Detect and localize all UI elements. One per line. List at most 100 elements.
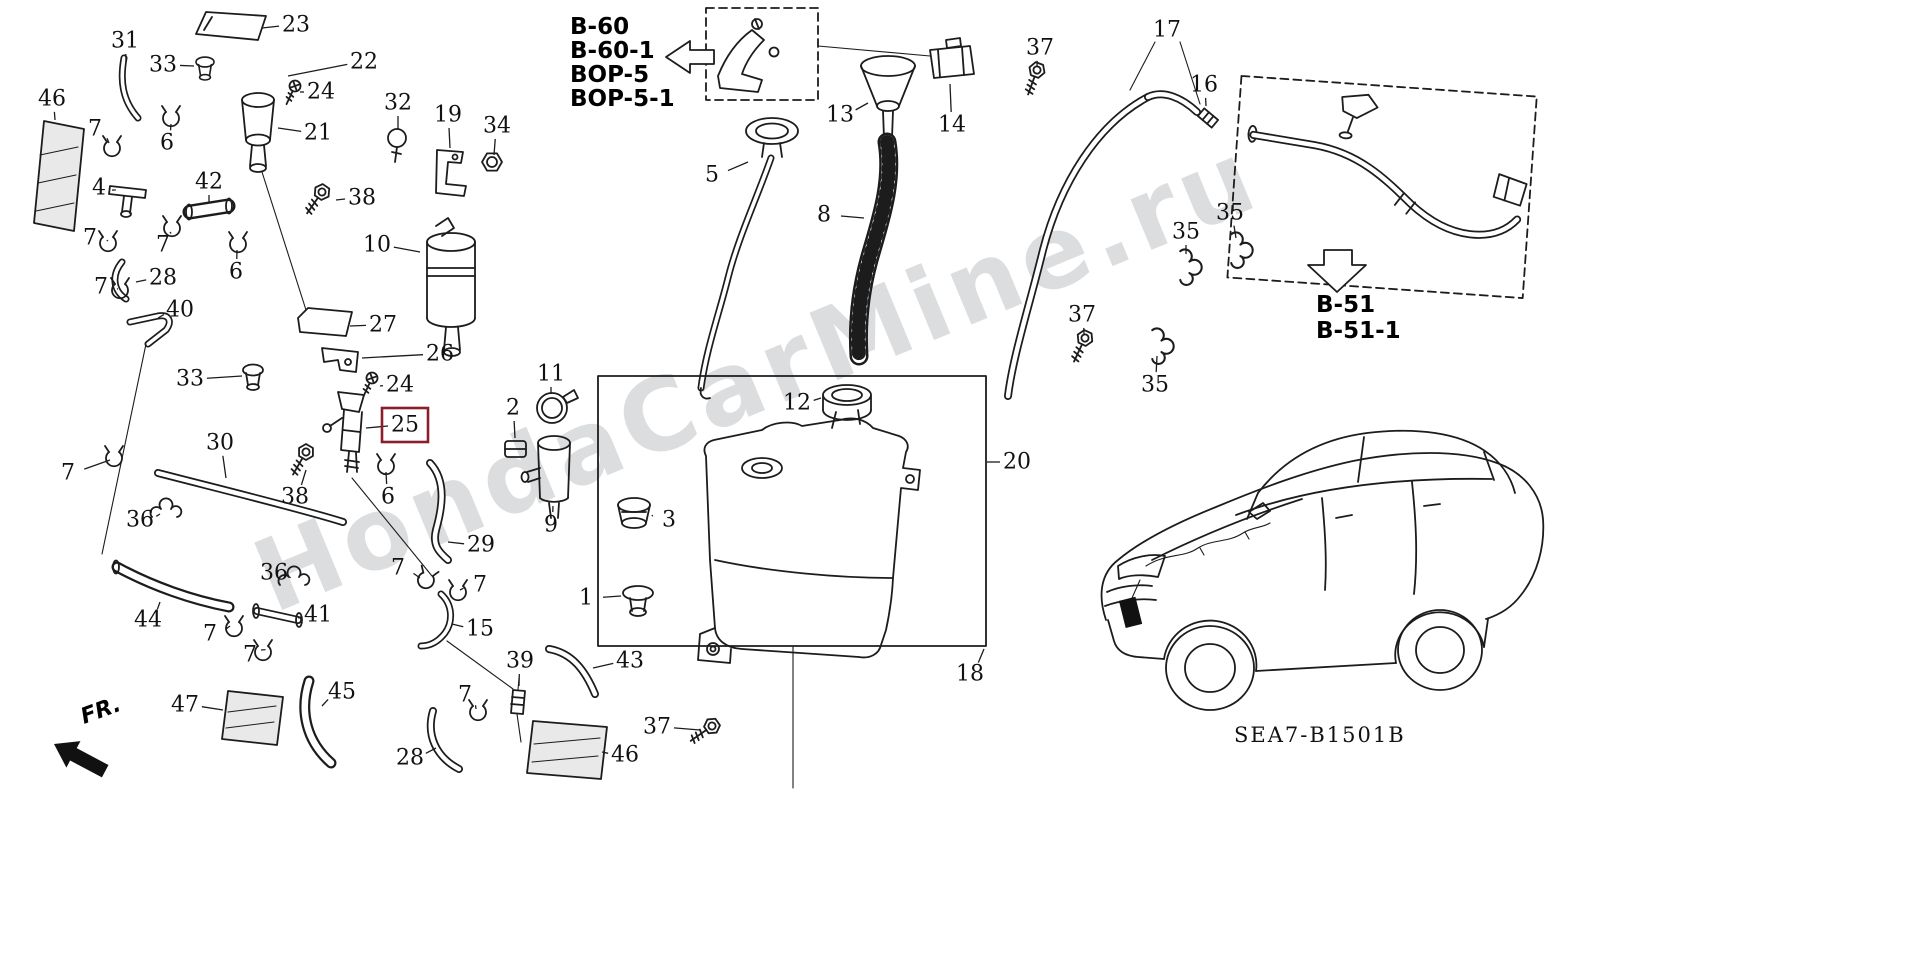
valve-32 [387, 128, 407, 163]
bolt-38-lower [285, 441, 318, 480]
foam-pad-46-upper [33, 120, 85, 232]
highlight-box-25 [380, 406, 430, 444]
leader-line-23 [261, 25, 280, 29]
elbow-tube-40 [101, 312, 173, 555]
screw-24-upper [280, 77, 304, 108]
callout-37: 37 [1026, 36, 1054, 61]
leader-line-36 [155, 513, 161, 517]
callout-4: 4 [92, 176, 106, 201]
leader-line-10 [393, 246, 421, 253]
callout-27: 27 [369, 313, 397, 338]
tube-30 [154, 469, 347, 526]
callout-24: 24 [307, 80, 335, 105]
callout-22: 22 [350, 50, 378, 75]
ref-box-b60 [705, 7, 931, 101]
clip-7-h [224, 615, 244, 638]
callout-6: 6 [160, 131, 174, 156]
leader-line-28 [135, 279, 147, 283]
leader-line-43 [592, 662, 614, 669]
t-joint-4 [108, 185, 147, 218]
washer-hose-17 [1004, 41, 1201, 400]
clip-6-a [161, 105, 181, 128]
callout-3: 3 [662, 508, 676, 533]
clamp-11 [536, 389, 579, 424]
car-illustration [1100, 429, 1545, 711]
ref-label-b60-1: B-60-1 [570, 38, 655, 64]
callout-36: 36 [126, 508, 154, 533]
bolt-37-mid [1065, 327, 1097, 366]
leader-line-46 [601, 751, 609, 754]
leader-line-33 [206, 375, 243, 379]
leader-line-12 [813, 397, 822, 401]
callout-13: 13 [826, 103, 854, 128]
bracket-26 [321, 347, 359, 373]
leader-line-29 [447, 541, 465, 545]
callout-2: 2 [506, 396, 520, 421]
callout-20: 20 [1003, 450, 1031, 475]
leader-line-21 [277, 127, 302, 133]
leader-line-45 [321, 699, 329, 707]
leader-line-7 [84, 459, 111, 470]
callout-6: 6 [229, 260, 243, 285]
callout-1: 1 [579, 586, 593, 611]
nozzle-cover-27 [297, 307, 353, 337]
hose-28-lower [426, 707, 463, 773]
callout-12: 12 [783, 391, 811, 416]
filler-funnel-13 [860, 55, 916, 139]
leader-line-27 [349, 324, 367, 327]
hose-43 [545, 645, 599, 698]
leader-line-14 [949, 83, 952, 113]
nut-34 [481, 152, 503, 172]
diagram-code: SEA7-B1501B [1234, 723, 1406, 747]
leader-line-19 [448, 127, 451, 149]
leader-line-22 [287, 63, 348, 77]
callout-18: 18 [956, 662, 984, 687]
callout-5: 5 [705, 163, 719, 188]
callout-34: 34 [483, 114, 511, 139]
drain-plug-1 [622, 585, 654, 617]
leader-line-47 [201, 706, 224, 711]
leader-line-8 [840, 215, 865, 219]
callout-7: 7 [94, 275, 108, 300]
bolt-37-top [1019, 59, 1048, 99]
callout-46: 46 [38, 87, 66, 112]
leader-line-7 [225, 625, 231, 630]
callout-36: 36 [260, 561, 288, 586]
callout-15: 15 [466, 617, 494, 642]
ref-arrow-down-icon [1307, 249, 1367, 293]
washer-nozzle-21 [241, 92, 275, 173]
callout-19: 19 [434, 103, 462, 128]
leader-line-26 [361, 354, 424, 359]
clip-7-a [102, 135, 122, 158]
bolt-37-bottom [685, 714, 724, 749]
leader-line-37 [673, 727, 701, 731]
callout-11: 11 [537, 362, 565, 387]
tube-41 [252, 603, 303, 628]
washer-nozzle-25 [261, 171, 433, 577]
leader-line-5 [727, 161, 749, 172]
callout-46: 46 [611, 743, 639, 768]
hose-45 [299, 675, 337, 769]
clip-7-e [104, 445, 124, 468]
hose-29 [426, 459, 514, 690]
leader-line-2 [513, 420, 516, 439]
leader-line-7 [169, 231, 172, 234]
callout-38: 38 [348, 186, 376, 211]
callout-25: 25 [391, 413, 419, 438]
callout-28: 28 [149, 266, 177, 291]
callout-30: 30 [206, 431, 234, 456]
leader-line-40 [157, 313, 165, 319]
clip-36-a [149, 497, 183, 518]
ref-label-block-top-left: B-60 B-60-1 BOP-5 BOP-5-1 [570, 14, 675, 112]
leader-line-30 [222, 455, 227, 479]
callout-6: 6 [381, 485, 395, 510]
callout-26: 26 [426, 342, 454, 367]
leader-line-41 [297, 616, 302, 619]
callout-21: 21 [304, 121, 332, 146]
clip-7-g [448, 579, 468, 602]
leader-line-6 [385, 471, 388, 485]
leader-line-7 [106, 239, 109, 242]
callout-38: 38 [281, 485, 309, 510]
washer-motor-pump-10 [426, 217, 476, 357]
